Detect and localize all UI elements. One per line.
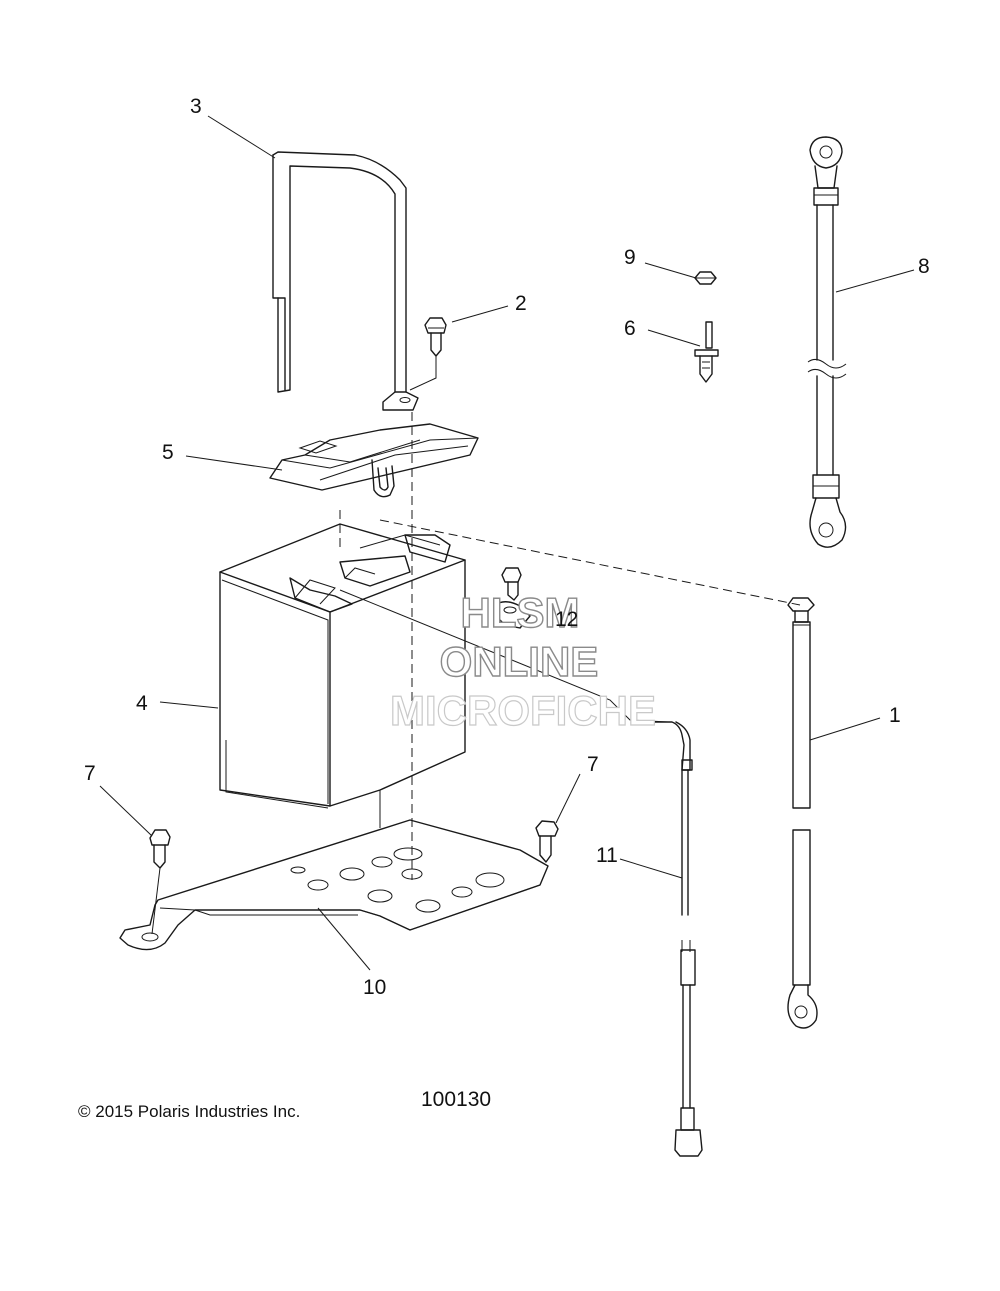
callout-1: 1 bbox=[889, 704, 901, 727]
positive-cable-1 bbox=[787, 597, 818, 1029]
callout-8: 8 bbox=[918, 255, 930, 278]
battery-tray bbox=[119, 790, 549, 951]
watermark-line-3: MICROFICHE bbox=[390, 687, 656, 734]
bolt-2 bbox=[409, 317, 447, 391]
leader-lines bbox=[99, 115, 915, 971]
callout-7-left: 7 bbox=[84, 762, 96, 785]
ground-cable-8 bbox=[807, 136, 847, 548]
callout-12: 12 bbox=[555, 608, 578, 631]
alignment-lines bbox=[339, 412, 801, 880]
callout-3: 3 bbox=[190, 95, 202, 118]
callout-4: 4 bbox=[136, 692, 148, 715]
callout-labels: 1 2 3 4 5 6 7 7 8 9 10 11 12 bbox=[84, 95, 930, 999]
callout-11: 11 bbox=[596, 844, 618, 867]
callout-7-right: 7 bbox=[587, 753, 599, 776]
callout-5: 5 bbox=[162, 441, 174, 464]
callout-9: 9 bbox=[624, 246, 636, 269]
cable-11 bbox=[339, 589, 703, 1157]
watermark-line-2: ONLINE bbox=[440, 638, 599, 685]
watermark-line-1: HLSM bbox=[461, 589, 580, 636]
copyright-notice: © 2015 Polaris Industries Inc. bbox=[78, 1102, 300, 1121]
callout-2: 2 bbox=[515, 292, 527, 315]
bolt-7-left bbox=[149, 829, 171, 935]
hold-down-strap bbox=[272, 151, 419, 411]
battery bbox=[219, 523, 466, 809]
battery-bracket bbox=[269, 423, 479, 498]
nut-9 bbox=[694, 271, 717, 285]
figure-number: 100130 bbox=[421, 1088, 491, 1111]
callout-6: 6 bbox=[624, 317, 636, 340]
terminal-screw-6 bbox=[694, 321, 719, 383]
fastener-12 bbox=[494, 567, 531, 629]
watermark: HLSM ONLINE MICROFICHE bbox=[389, 588, 656, 734]
callout-10: 10 bbox=[363, 976, 386, 999]
bolt-7-right bbox=[535, 820, 559, 863]
